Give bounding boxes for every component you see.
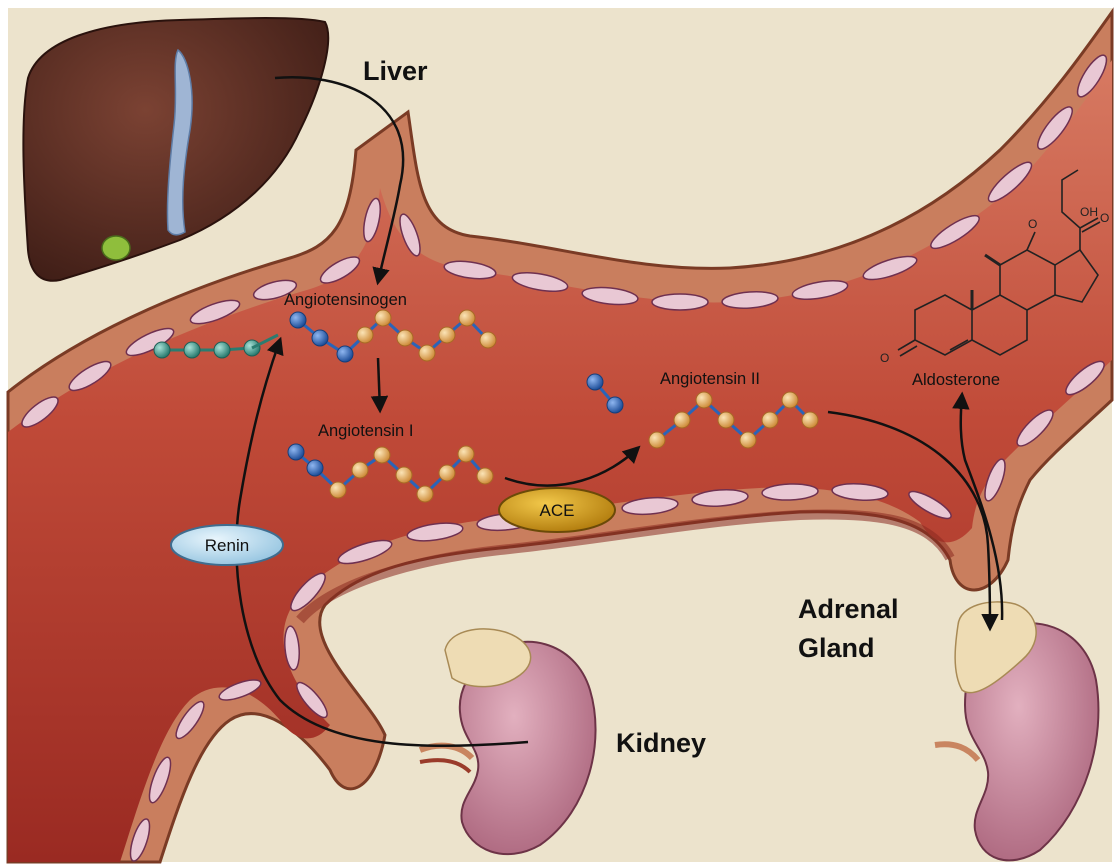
molecule-bead (397, 330, 413, 346)
angiotensinogen-label: Angiotensinogen (284, 291, 407, 309)
molecule-bead (396, 467, 412, 483)
adrenal-label-line1: Adrenal (798, 594, 899, 624)
renin-label: Renin (205, 536, 249, 555)
molecule-bead (802, 412, 818, 428)
molecule-bead (459, 310, 475, 326)
molecule-bead (214, 342, 230, 358)
liver-label: Liver (363, 56, 428, 86)
molecule-bead (649, 432, 665, 448)
molecule-bead (458, 446, 474, 462)
aldehyde-oxygen-label: O (1028, 217, 1037, 231)
molecule-bead (587, 374, 603, 390)
molecule-bead (439, 327, 455, 343)
molecule-bead (330, 482, 346, 498)
ace-enzyme: ACE (499, 488, 615, 532)
molecule-bead (417, 486, 433, 502)
molecule-bead (357, 327, 373, 343)
hydroxyl-label: OH (1080, 205, 1098, 219)
renin-enzyme: Renin (171, 525, 283, 565)
angiotensin-1-label: Angiotensin I (318, 422, 413, 440)
ketone-oxygen-label: O (880, 351, 889, 365)
molecule-bead (374, 447, 390, 463)
molecule-bead (477, 468, 493, 484)
molecule-bead (718, 412, 734, 428)
adrenal-label-line2: Gland (798, 633, 875, 663)
molecule-bead (674, 412, 690, 428)
molecule-bead (288, 444, 304, 460)
molecule-bead (782, 392, 798, 408)
molecule-bead (312, 330, 328, 346)
molecule-bead (154, 342, 170, 358)
molecule-bead (307, 460, 323, 476)
sidechain-oxygen-label: O (1100, 211, 1109, 225)
aldosterone-label: Aldosterone (912, 371, 1000, 389)
molecule-bead (762, 412, 778, 428)
molecule-bead (740, 432, 756, 448)
molecule-bead (375, 310, 391, 326)
molecule-bead (439, 465, 455, 481)
molecule-bead (696, 392, 712, 408)
molecule-bead (419, 345, 435, 361)
molecule-bead (480, 332, 496, 348)
molecule-bead (607, 397, 623, 413)
angiotensin-2-label: Angiotensin II (660, 370, 760, 388)
ace-label: ACE (540, 501, 575, 520)
molecule-bead (290, 312, 306, 328)
kidney-label: Kidney (616, 728, 706, 758)
molecule-bead (352, 462, 368, 478)
molecule-bead (184, 342, 200, 358)
molecule-bead (337, 346, 353, 362)
